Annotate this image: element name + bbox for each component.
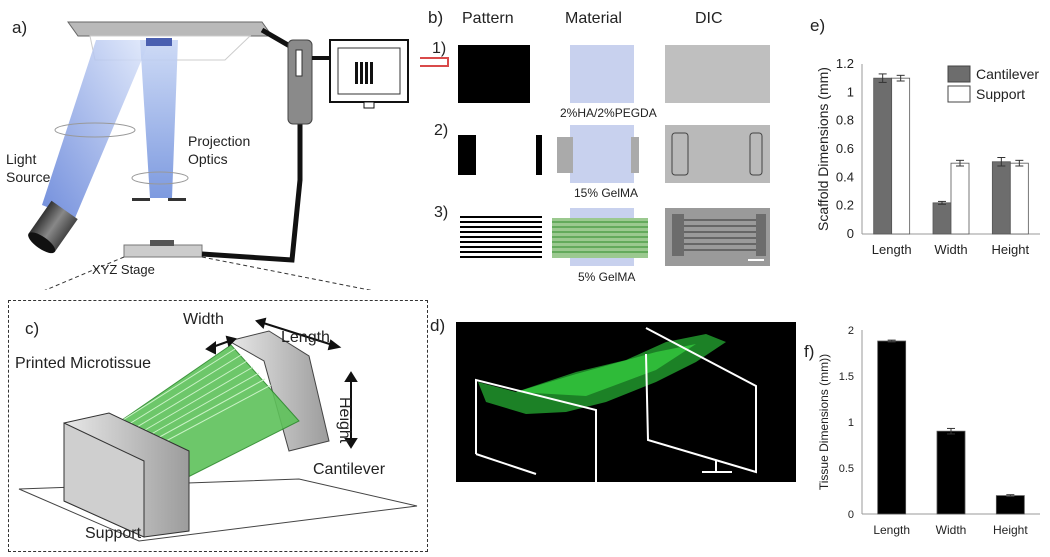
- row-2-number: 2): [434, 122, 449, 139]
- header-material: Material: [565, 10, 622, 27]
- length-label: Length: [281, 329, 330, 346]
- y-tick-label: 1.2: [836, 56, 854, 71]
- y-tick-label: 0.2: [836, 198, 854, 213]
- bar-value-width: [936, 430, 966, 515]
- header-dic: DIC: [695, 10, 723, 27]
- x-category-label: Height: [992, 242, 1030, 257]
- controller-box: [287, 39, 313, 125]
- x-category-label: Length: [873, 523, 910, 537]
- projection-lens: [131, 171, 189, 185]
- panel-e-label: e): [810, 16, 826, 35]
- legend-swatch: [947, 85, 971, 103]
- y-tick-label: 1: [848, 417, 854, 429]
- cantilever-block: [227, 330, 330, 452]
- material-2: [570, 125, 634, 183]
- material-1: [570, 45, 634, 103]
- stage-cable: [201, 120, 303, 263]
- light-source-line-2: Source: [6, 169, 51, 185]
- bar-support-length: [891, 77, 911, 235]
- header-pattern: Pattern: [462, 10, 514, 27]
- material-2-caption: 15% GelMA: [574, 186, 639, 200]
- row-1-number: 1): [432, 40, 447, 57]
- panel-b: b) Pattern Material DIC 1) 2) 3): [420, 0, 800, 300]
- light-source-line-1: Light: [6, 151, 37, 167]
- pattern-3: [460, 216, 542, 258]
- x-category-label: Width: [936, 523, 967, 537]
- bar-support-height: [1009, 162, 1029, 235]
- panel-d: d): [430, 310, 800, 530]
- dic-1: [665, 45, 770, 103]
- bar-value-length: [877, 340, 907, 515]
- panel-f-label: f): [804, 342, 815, 361]
- confocal-image: [456, 322, 796, 482]
- xyz-stage-label: XYZ Stage: [92, 262, 155, 277]
- panel-a-label: a): [12, 18, 28, 37]
- pattern-2-right: [536, 135, 542, 175]
- printed-microtissue-label: Printed Microtissue: [15, 355, 152, 372]
- base-plane: [18, 478, 418, 542]
- light-lens: [54, 122, 136, 138]
- y-axis-label: Scaffold Dimensions (mm): [815, 67, 831, 231]
- bar-value-height: [995, 495, 1025, 515]
- y-tick-label: 0.8: [836, 113, 854, 128]
- bar-cantilever-height: [991, 161, 1011, 235]
- bar-cantilever-length: [873, 77, 893, 235]
- red-arrow: [420, 57, 449, 67]
- material-1-caption: 2%HA/2%PEGDA: [560, 106, 657, 120]
- y-tick-label: 0.4: [836, 169, 854, 184]
- x-category-label: Width: [934, 242, 967, 257]
- dmd-plate: [67, 21, 273, 37]
- projection-setup-diagram: [21, 21, 421, 301]
- bar-cantilever-width: [932, 202, 952, 235]
- legend-label: Support: [976, 86, 1025, 102]
- support-outline: [475, 378, 597, 482]
- cantilever-label: Cantilever: [313, 461, 386, 478]
- legend-swatch: [947, 65, 971, 83]
- height-label: Height: [336, 397, 353, 444]
- x-category-label: Height: [993, 523, 1028, 537]
- projection-beam: [140, 40, 178, 198]
- pattern-2-left: [458, 135, 476, 175]
- panel-b-images: [420, 45, 770, 266]
- x-category-label: Length: [872, 242, 912, 257]
- y-tick-label: 0.6: [836, 141, 854, 156]
- y-tick-label: 2: [848, 325, 854, 337]
- y-tick-label: 1: [847, 84, 854, 99]
- xyz-stage: [123, 244, 203, 258]
- legend-label: Cantilever: [976, 66, 1039, 82]
- monitor-icon: [329, 39, 409, 109]
- width-label: Width: [183, 311, 224, 328]
- cantilever-outline: [645, 327, 757, 474]
- y-tick-label: 0: [848, 509, 854, 521]
- lamp-icon: [28, 200, 78, 254]
- panel-b-label: b): [428, 8, 444, 27]
- projection-optics-label: Projection Optics: [188, 132, 250, 168]
- microtissue-diagram: [18, 317, 418, 542]
- y-tick-label: 1.5: [839, 371, 854, 383]
- material-3-caption: 5% GelMA: [578, 270, 636, 284]
- support-label: Support: [85, 525, 142, 542]
- projection-optics-line-2: Optics: [188, 151, 228, 167]
- panel-d-label: d): [430, 316, 446, 335]
- light-source-label: Light Source: [6, 150, 50, 186]
- projection-optics-line-1: Projection: [188, 133, 251, 149]
- pattern-1: [458, 45, 530, 103]
- bar-support-width: [950, 162, 970, 235]
- panel-a: a) Light Source Projection Optics XYZ St…: [0, 0, 430, 301]
- y-axis-label: Tissue Dimensions (mm)): [817, 354, 831, 490]
- y-tick-label: 0.5: [839, 463, 854, 475]
- panel-c: c) Width Length Height Printed Microtiss…: [8, 300, 428, 552]
- row-3-number: 3): [434, 204, 449, 221]
- light-beam: [42, 40, 150, 218]
- panel-c-label: c): [25, 319, 40, 338]
- y-tick-label: 0: [847, 226, 854, 241]
- dic-2: [665, 125, 770, 183]
